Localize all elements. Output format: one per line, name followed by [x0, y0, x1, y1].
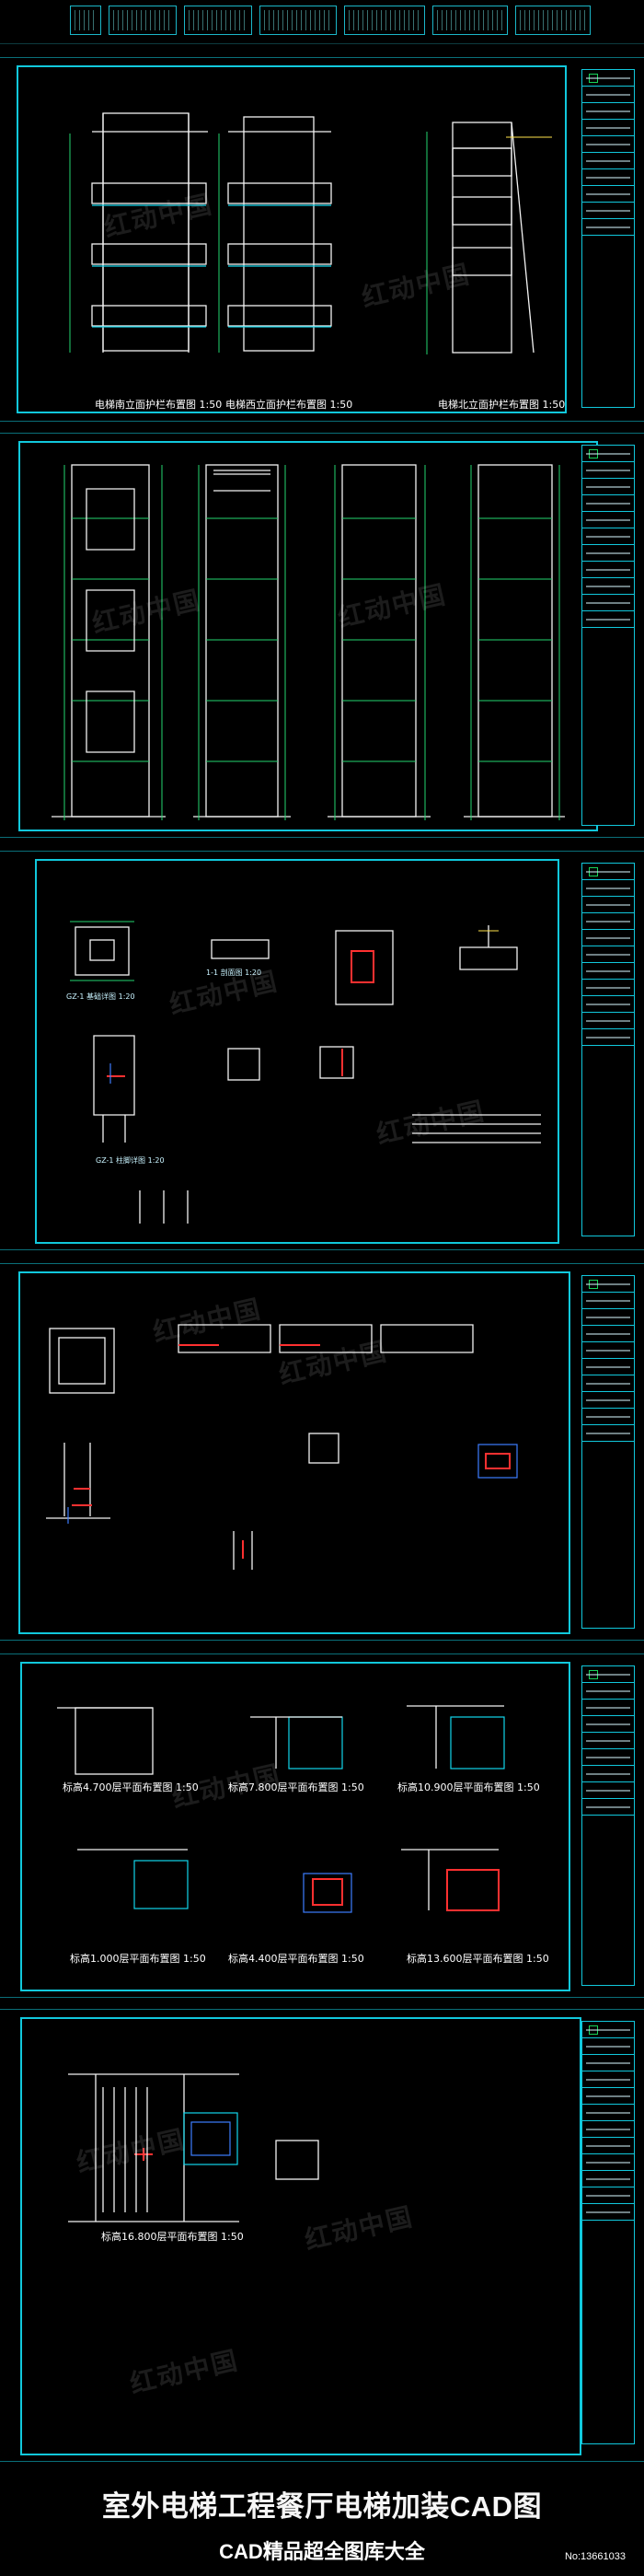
structural-elevation-3: [328, 464, 431, 820]
drawing-frame: [18, 1271, 570, 1634]
thumbnail-sheet: [344, 6, 425, 35]
floor-plan-caption: 标高13.600层平面布置图 1:50: [407, 1953, 549, 1965]
thumbnail-sheet: [259, 6, 337, 35]
connection-details: [46, 1324, 518, 1570]
drawing-frame: [20, 1662, 570, 1991]
thumbnail-sheet: [109, 6, 177, 35]
structural-elevations: [52, 464, 565, 820]
floor-plan-caption: 标高7.800层平面布置图 1:50: [228, 1781, 364, 1793]
drawing-caption: 电梯西立面护栏布置图 1:50: [225, 399, 353, 411]
floor-plan-caption: 标高16.800层平面布置图 1:50: [101, 2231, 244, 2243]
detail-caption: GZ-1 基础详图 1:20: [66, 992, 135, 1001]
elevation-railing-sheet: 电梯南立面护栏布置图 1:50 电梯西立面护栏布置图 1:50 电梯北立面护栏布…: [0, 57, 644, 422]
floor-plans: [57, 1705, 505, 1913]
title-block: [581, 1665, 635, 1986]
structural-elevation-4: [464, 464, 565, 820]
roof-plan-drawing: [68, 2073, 319, 2222]
title-block: [581, 2021, 635, 2444]
floor-plan-4700: [57, 1707, 154, 1775]
image-number: No:13661033: [564, 2551, 626, 2562]
connection-detail-sheet: 红动中国 红动中国: [0, 1263, 644, 1641]
elevation-structure-sheet: 红动中国 红动中国: [0, 433, 644, 838]
title-block: [581, 863, 635, 1236]
title-block: [581, 69, 635, 408]
drawing-caption: 电梯南立面护栏布置图 1:50: [95, 399, 223, 411]
foundation-plan-box: [75, 926, 130, 976]
title-block: [581, 445, 635, 826]
floor-plan-sheet: 标高4.700层平面布置图 1:50 标高7.800层平面布置图 1:50 标高…: [0, 1654, 644, 1998]
top-drawing-thumbnail-strip: [0, 0, 644, 44]
structural-elevation-2: [193, 464, 291, 820]
detail-caption: 1-1 剖面图 1:20: [206, 969, 262, 977]
foundation-details: [70, 921, 541, 1224]
floor-plan-caption: 标高1.000层平面布置图 1:50: [70, 1953, 206, 1965]
page-title: 室外电梯工程餐厅电梯加装CAD图: [101, 2490, 543, 2523]
floor-plan-4400: [303, 1873, 352, 1913]
drawing-frame: [35, 859, 559, 1244]
floor-plan-caption: 标高10.900层平面布置图 1:50: [397, 1781, 540, 1793]
south-elevation-drawing: [69, 112, 220, 353]
floor-plan-7800: [250, 1716, 343, 1770]
footer-banner: 室外电梯工程餐厅电梯加装CAD图 CAD精品超全图库大全 No:13661033: [0, 2478, 644, 2576]
west-elevation-drawing: [227, 116, 332, 352]
floor-plan-caption: 标高4.400层平面布置图 1:50: [228, 1953, 364, 1965]
title-block: [581, 1275, 635, 1629]
thumbnail-sheet: [515, 6, 591, 35]
floor-plan-caption: 标高4.700层平面布置图 1:50: [63, 1781, 199, 1793]
thumbnail-sheet: [432, 6, 508, 35]
drawing-frame: [17, 65, 567, 413]
floor-plan-13600: [401, 1849, 500, 1911]
roof-plan-sheet: 标高16.800层平面布置图 1:50 红动中国 红动中国 红动中国: [0, 2009, 644, 2462]
floor-plan-10900: [407, 1705, 505, 1770]
elevation-drawings: [69, 112, 552, 354]
thumbnail-sheet: [70, 6, 101, 35]
drawing-caption: 电梯北立面护栏布置图 1:50: [438, 399, 566, 411]
drawing-frame: [20, 2017, 581, 2455]
structural-elevation-1: [52, 464, 166, 820]
thumbnail-sheet: [184, 6, 252, 35]
detail-caption: GZ-1 柱脚详图 1:20: [96, 1156, 165, 1165]
foundation-detail-sheet: GZ-1 基础详图 1:20 1-1 剖面图 1:20 GZ-1 柱脚详图 1:…: [0, 851, 644, 1250]
page-subtitle: CAD精品超全图库大全: [219, 2540, 425, 2563]
north-elevation-drawing: [426, 122, 552, 354]
floor-plan-1000: [77, 1849, 189, 1909]
